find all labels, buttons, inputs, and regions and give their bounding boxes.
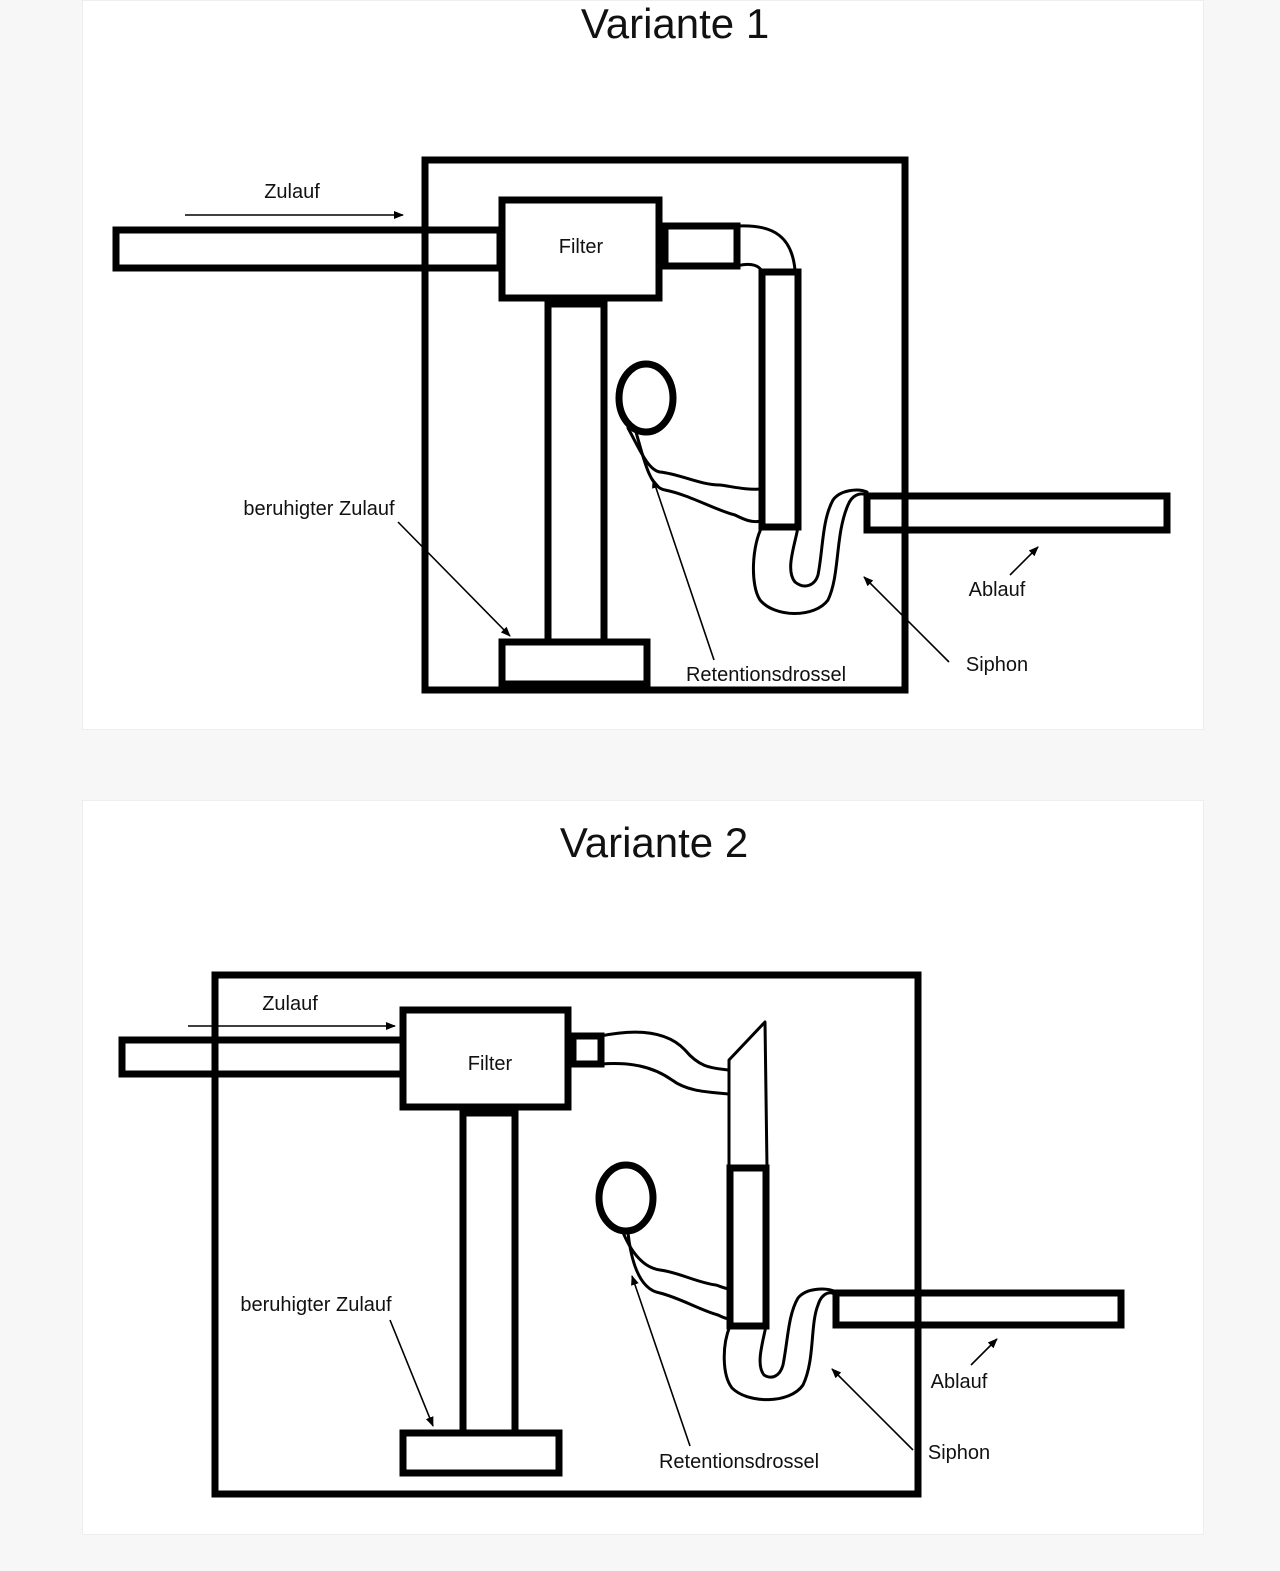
siphon-outer-2 (722, 1291, 838, 1402)
outlet-arrow-1 (1009, 546, 1039, 576)
retention-throttle-label-2: Retentionsdrossel (659, 1451, 819, 1473)
siphon-outer-1 (751, 492, 869, 615)
diagram-1-title: Variante 1 (581, 0, 769, 47)
calmed-inlet-pipe-1 (544, 300, 608, 646)
retention-throttle-arrow-1 (652, 478, 715, 661)
calmed-inlet-foot-1 (498, 638, 651, 688)
diagram-1: Variante 1 Filter Zulauf beruhigter Zula… (112, 0, 1171, 694)
outlet-pipe-1 (863, 492, 1171, 534)
retention-throttle-label-1: Retentionsdrossel (686, 664, 846, 686)
inlet-label-1: Zulauf (264, 181, 320, 203)
filter-box-2 (399, 1006, 572, 1111)
inlet-pipe-2 (118, 1036, 407, 1078)
siphon-inner-2 (758, 1287, 838, 1379)
filter-box-1 (498, 196, 663, 302)
outlet-pipe-2 (832, 1289, 1125, 1329)
throttle-hose-lower-1 (634, 430, 764, 524)
diagram-2: Variante 2 Filter Zulauf beruhigter Zula… (118, 819, 1125, 1498)
filter-outlet-stub-1 (661, 222, 741, 270)
outlet-arrow-2 (970, 1338, 998, 1366)
siphon-arrow-1 (863, 576, 950, 663)
filter-outlet-stub-2 (569, 1032, 605, 1068)
tank-2 (211, 971, 922, 1498)
inlet-pipe-1 (112, 226, 504, 272)
outlet-label-2: Ablauf (931, 1371, 988, 1393)
riser-pipe-2 (726, 1164, 770, 1330)
diagram-panel-2 (82, 800, 1204, 1535)
throttle-hose-upper-2 (620, 1228, 732, 1291)
retention-throttle-1 (615, 360, 677, 436)
calmed-inlet-arrow-2 (389, 1319, 434, 1427)
calmed-inlet-pipe-2 (459, 1109, 519, 1437)
calmed-inlet-label-1: beruhigter Zulauf (243, 498, 395, 520)
calmed-inlet-arrow-1 (397, 521, 511, 637)
diagram-2-title: Variante 2 (560, 819, 748, 866)
siphon-label-1: Siphon (966, 654, 1028, 676)
inlet-label-2: Zulauf (262, 993, 318, 1015)
siphon-arrow-2 (831, 1368, 914, 1451)
retention-throttle-arrow-2 (631, 1275, 691, 1447)
calmed-inlet-foot-2 (399, 1429, 563, 1477)
tank-1 (421, 156, 909, 694)
throttle-hose-lower-2 (626, 1231, 732, 1321)
elbow-1 (735, 224, 797, 274)
calmed-inlet-label-2: beruhigter Zulauf (240, 1294, 392, 1316)
filter-label-1: Filter (559, 236, 604, 258)
retention-throttle-2 (595, 1161, 657, 1235)
riser-pipe-1 (758, 268, 802, 531)
hose-to-funnel-2 (599, 1030, 730, 1096)
throttle-hose-upper-1 (626, 426, 764, 491)
funnel-2 (727, 1020, 769, 1170)
siphon-inner-1 (789, 488, 869, 588)
filter-label-2: Filter (468, 1053, 513, 1075)
siphon-label-2: Siphon (928, 1442, 990, 1464)
outlet-label-1: Ablauf (969, 579, 1026, 601)
